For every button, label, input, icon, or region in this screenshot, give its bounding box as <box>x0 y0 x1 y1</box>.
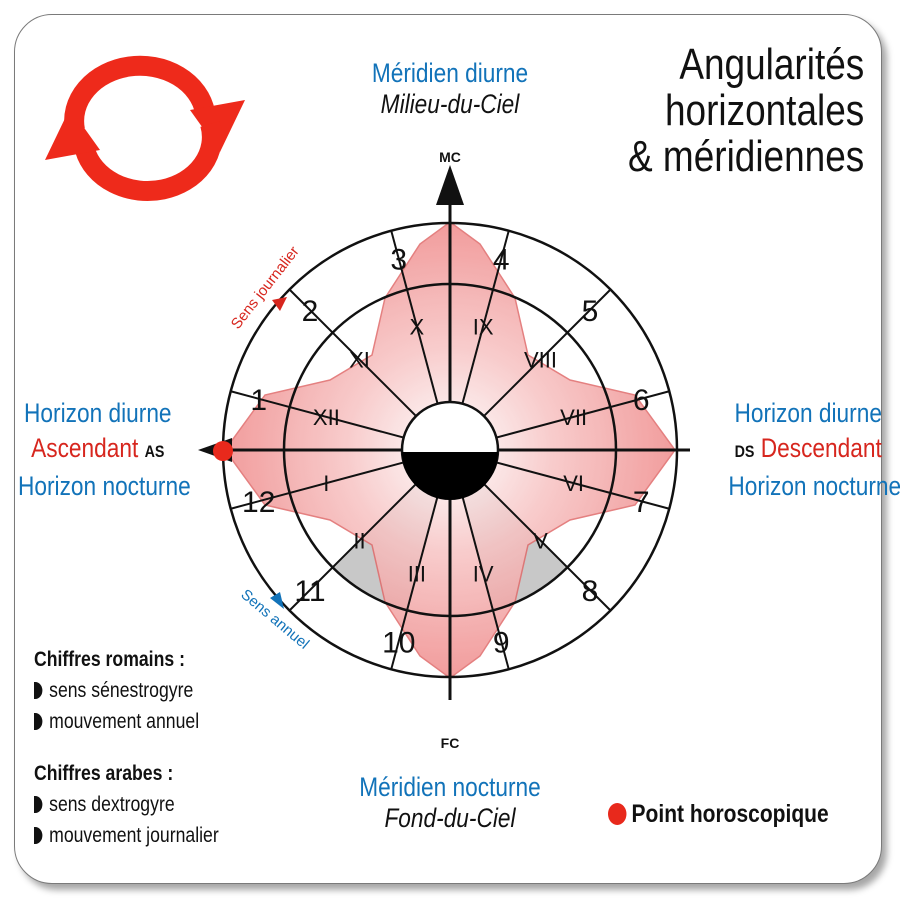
arabic-house-label: 11 <box>294 575 325 608</box>
mc-arrow-icon <box>436 165 464 205</box>
house-divider <box>461 496 510 670</box>
legend-roman: Chiffres romains : sens sénestrogyre mou… <box>34 648 200 733</box>
annual-arrow-icon <box>270 592 284 609</box>
roman-house-label: II <box>353 529 365 554</box>
right-horizon-labels: Horizon diurne DS Descendant Horizon noc… <box>728 398 900 501</box>
bullet-icon <box>34 682 43 699</box>
daily-arrow-icon <box>272 297 287 311</box>
house-divider <box>496 461 670 510</box>
arabic-house-label: 4 <box>493 244 510 277</box>
legend-arabic: Chiffres arabes : sens dextrogyre mouvem… <box>34 762 219 847</box>
roman-house-label: V <box>533 529 548 554</box>
arabic-house-label: 1 <box>250 384 267 417</box>
arabic-house-label: 8 <box>582 575 599 608</box>
roman-house-label: VI <box>563 471 584 496</box>
arabic-house-label: 9 <box>493 626 510 659</box>
roman-house-label: IV <box>473 562 494 587</box>
arabic-house-label: 5 <box>582 295 599 328</box>
red-dot-icon <box>608 803 627 825</box>
arabic-house-label: 12 <box>242 486 275 519</box>
arabic-house-label: 6 <box>633 384 650 417</box>
house-divider <box>483 483 612 612</box>
bullet-icon <box>34 796 43 813</box>
roman-house-label: IX <box>473 314 494 339</box>
house-divider <box>230 461 404 510</box>
refresh-icon[interactable] <box>40 52 250 202</box>
house-divider <box>461 230 510 404</box>
legend-point: Point horoscopique <box>608 800 829 829</box>
meridien-nocturne: Méridien nocturne Fond-du-Ciel <box>359 772 541 833</box>
arabic-house-label: 3 <box>390 244 407 277</box>
house-divider <box>390 496 439 670</box>
house-divider <box>288 288 417 417</box>
arabic-house-label: 7 <box>633 486 650 519</box>
left-horizon-labels: Horizon diurne Ascendant AS Horizon noct… <box>18 398 191 501</box>
house-divider <box>496 390 670 439</box>
bullet-icon <box>34 827 43 844</box>
roman-house-label: I <box>323 471 329 496</box>
diagram-title: Angularités horizontales & méridiennes <box>627 40 864 181</box>
roman-house-label: III <box>408 562 426 587</box>
house-divider <box>390 230 439 404</box>
bullet-icon <box>34 713 43 730</box>
house-divider <box>230 390 404 439</box>
mc-label: MC <box>439 149 461 165</box>
arabic-house-label: 10 <box>382 626 415 659</box>
meridien-diurne: Méridien diurne Milieu-du-Ciel <box>371 58 529 119</box>
house-divider <box>483 288 612 417</box>
roman-house-label: X <box>410 314 425 339</box>
arabic-house-label: 2 <box>302 295 319 328</box>
roman-house-label: XI <box>349 347 370 372</box>
roman-house-label: XII <box>313 405 340 430</box>
roman-house-label: VII <box>560 405 587 430</box>
horoscopic-point <box>213 441 233 461</box>
house-divider <box>288 483 417 612</box>
roman-house-label: VIII <box>524 347 557 372</box>
fc-label: FC <box>441 735 460 751</box>
